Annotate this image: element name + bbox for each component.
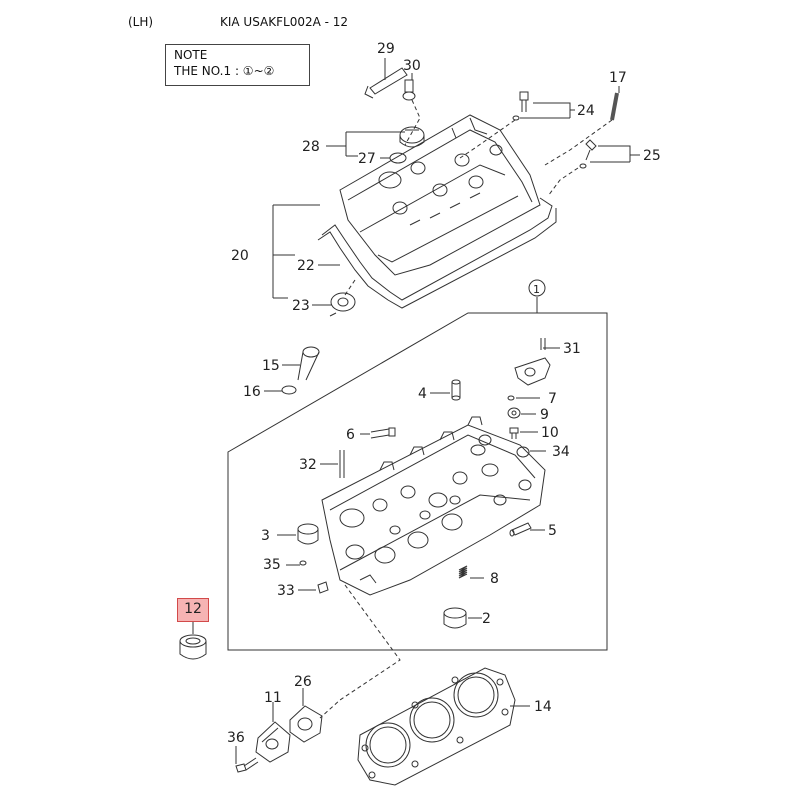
- callout-27: 27: [358, 151, 376, 167]
- rear-cover-11: [255, 721, 291, 763]
- callout-15: 15: [262, 358, 280, 374]
- callout-11: 11: [264, 690, 282, 706]
- note-box: NOTE THE NO.1 : ①~②: [165, 44, 310, 86]
- callout-24: 24: [577, 103, 595, 119]
- cylinder-head: [321, 416, 546, 596]
- plug-seal: [329, 292, 356, 317]
- assembly-frame: [227, 312, 608, 651]
- ring-7: [507, 395, 515, 401]
- callout-20: 20: [231, 248, 249, 264]
- note-title: NOTE: [174, 48, 208, 62]
- callout-10: 10: [541, 425, 559, 441]
- cover-gasket: [317, 197, 557, 309]
- bracket-24: [520, 102, 575, 119]
- bolt-15: [297, 346, 320, 381]
- callout-2: 2: [482, 611, 491, 627]
- callout-23: 23: [292, 298, 310, 314]
- cover-bolt-25: [579, 139, 597, 169]
- callout-16: 16: [243, 384, 261, 400]
- head-gasket-14: [357, 667, 516, 786]
- oil-seal-2: [443, 607, 467, 629]
- grommet: [402, 79, 416, 101]
- oil-seal-3: [297, 523, 319, 545]
- callout-32: 32: [299, 457, 317, 473]
- bolt-6: [370, 427, 396, 439]
- bolt-10: [509, 427, 519, 439]
- callout-9: 9: [540, 407, 549, 423]
- callout-6: 6: [346, 427, 355, 443]
- note-text: THE NO.1 : ①~②: [174, 64, 275, 78]
- oil-seal-12: [179, 634, 207, 660]
- callout-36: 36: [227, 730, 245, 746]
- callout-29: 29: [377, 41, 395, 57]
- callout-circle-1: [528, 279, 546, 297]
- callout-34: 34: [552, 444, 570, 460]
- callout-3: 3: [261, 528, 270, 544]
- gasket-26: [289, 705, 323, 743]
- pin-17: [610, 92, 619, 121]
- plug-34: [516, 446, 530, 458]
- callout-35: 35: [263, 557, 281, 573]
- cover-bolt-24: [512, 91, 529, 121]
- washer-35: [299, 560, 307, 566]
- bracket-25: [590, 145, 640, 163]
- nut-9: [507, 407, 521, 419]
- washer-16: [281, 385, 297, 395]
- side-label: (LH): [128, 15, 154, 29]
- dash-lower: [319, 584, 401, 719]
- bracket-28: [326, 131, 405, 157]
- callout-4: 4: [418, 386, 427, 402]
- dash-upper-5: [344, 279, 356, 296]
- callout-1: 1: [533, 283, 540, 296]
- callout-5: 5: [548, 523, 557, 539]
- diagram-code: KIA USAKFL002A - 12: [220, 15, 349, 29]
- highlighted-part-number[interactable]: 12: [184, 601, 202, 617]
- callout-26: 26: [294, 674, 312, 690]
- valve-guide-5: [509, 522, 532, 537]
- callout-14: 14: [534, 699, 552, 715]
- stud-32: [339, 450, 345, 478]
- valve-spring-8: [458, 565, 468, 579]
- bracket-31: [514, 338, 551, 386]
- callout-25: 25: [643, 148, 661, 164]
- oil-filler-cap: [399, 126, 425, 148]
- callout-30: 30: [403, 58, 421, 74]
- callout-28: 28: [302, 139, 320, 155]
- callout-17: 17: [609, 70, 627, 86]
- callout-31: 31: [563, 341, 581, 357]
- dash-upper-2: [459, 119, 516, 159]
- callout-8: 8: [490, 571, 499, 587]
- breather-fitting: [364, 67, 408, 99]
- filler-cap-gasket: [389, 152, 407, 164]
- dash-upper-3: [547, 167, 579, 197]
- bracket-20: [272, 204, 320, 299]
- valve-cover: [339, 114, 541, 276]
- dash-upper-4: [544, 119, 613, 166]
- highlighted-part-marker[interactable]: [177, 598, 209, 622]
- plug-33: [317, 581, 329, 594]
- dash-upper-1: [404, 99, 421, 146]
- dowel-4: [451, 379, 461, 401]
- callout-33: 33: [277, 583, 295, 599]
- callout-22: 22: [297, 258, 315, 274]
- bolt-36: [235, 757, 259, 773]
- callout-7: 7: [548, 391, 557, 407]
